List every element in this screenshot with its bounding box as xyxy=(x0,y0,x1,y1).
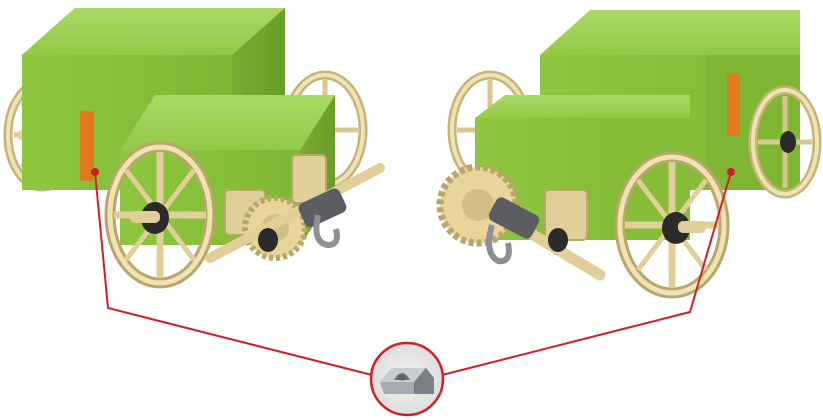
left-vehicle-marker xyxy=(80,110,94,182)
left-front-wheel xyxy=(104,141,216,289)
right-front-wheel xyxy=(614,151,730,299)
part-callout xyxy=(369,341,445,417)
right-vehicle-marker xyxy=(727,73,740,136)
callout-lines xyxy=(91,168,735,376)
right-rear-wheel xyxy=(748,85,822,199)
right-vehicle xyxy=(436,10,822,299)
right-callout-dot xyxy=(727,168,735,176)
right-gear-assembly xyxy=(436,163,606,281)
left-gear-assembly xyxy=(205,154,385,263)
left-vehicle xyxy=(3,8,385,289)
left-callout-dot xyxy=(91,168,99,176)
mount-bracket-icon xyxy=(380,368,434,394)
